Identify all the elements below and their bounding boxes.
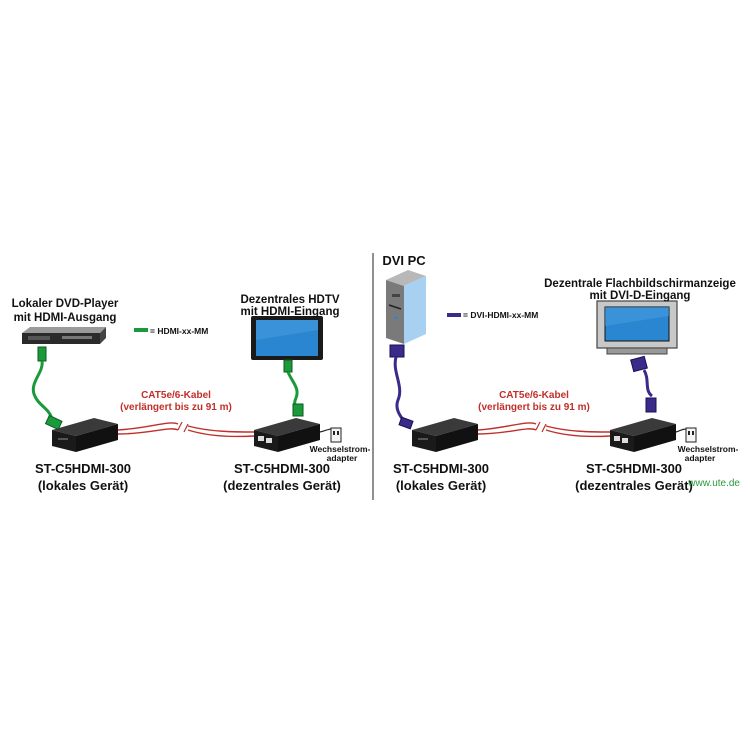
power-adapter-left <box>319 427 342 443</box>
remote-unit-right <box>610 418 676 452</box>
local-unit-left-label-2: (lokales Gerät) <box>38 478 128 493</box>
cable-label-left-2: (verlängert bis zu 91 m) <box>120 402 232 413</box>
remote-unit-left-label-1: ST-C5HDMI-300 <box>234 461 330 476</box>
legend-dvi-text: = DVI-HDMI-xx-MM <box>463 310 538 320</box>
flat-display-label-1: Dezentrale Flachbildschirmanzeige <box>544 278 736 290</box>
flat-display-label-2: mit DVI-D-Eingang <box>590 290 691 302</box>
dvd-player <box>22 327 106 344</box>
cable-label-right-2: (verlängert bis zu 91 m) <box>478 402 590 413</box>
remote-unit-left-label-2: (dezentrales Gerät) <box>223 478 341 493</box>
hdtv-display <box>251 316 323 360</box>
hdtv-label-2: mit HDMI-Eingang <box>240 306 339 318</box>
legend-hdmi-text: = HDMI-xx-MM <box>150 326 208 336</box>
local-unit-left <box>52 418 118 452</box>
remote-unit-left <box>254 418 320 452</box>
adapter-left-label-1: Wechselstrom- <box>310 444 371 454</box>
watermark: www.ute.de <box>687 478 740 489</box>
hdtv-label-1: Dezentrales HDTV <box>240 294 339 306</box>
local-unit-right-label-1: ST-C5HDMI-300 <box>393 461 489 476</box>
dvd-label-2: mit HDMI-Ausgang <box>14 312 117 324</box>
local-unit-left-label-1: ST-C5HDMI-300 <box>35 461 131 476</box>
adapter-right-label-1: Wechselstrom- <box>678 444 739 454</box>
dvd-label-1: Lokaler DVD-Player <box>12 298 119 310</box>
remote-unit-right-label-1: ST-C5HDMI-300 <box>586 461 682 476</box>
remote-unit-right-label-2: (dezentrales Gerät) <box>575 478 693 493</box>
dvi-cable-right-display <box>630 355 657 413</box>
hdmi-cable-left-display <box>283 359 304 417</box>
local-unit-right <box>412 418 478 452</box>
power-adapter-right <box>675 427 697 443</box>
local-unit-right-label-2: (lokales Gerät) <box>396 478 486 493</box>
cable-label-right-1: CAT5e/6-Kabel <box>499 390 569 401</box>
legend-hdmi: = HDMI-xx-MM <box>134 326 208 336</box>
legend-dvi: = DVI-HDMI-xx-MM <box>447 310 538 320</box>
cat-cable-right <box>477 421 611 438</box>
dvi-pc-label: DVI PC <box>382 253 426 268</box>
cat-cable-left <box>117 421 255 438</box>
adapter-right-label-2: adapter <box>685 453 716 463</box>
dvi-pc-tower <box>386 270 426 344</box>
dvi-cable-right-source <box>389 344 414 430</box>
adapter-left-label-2: adapter <box>327 453 358 463</box>
cable-label-left-1: CAT5e/6-Kabel <box>141 390 211 401</box>
hdmi-cable-left-source <box>31 346 63 431</box>
flat-panel-display <box>596 300 678 355</box>
